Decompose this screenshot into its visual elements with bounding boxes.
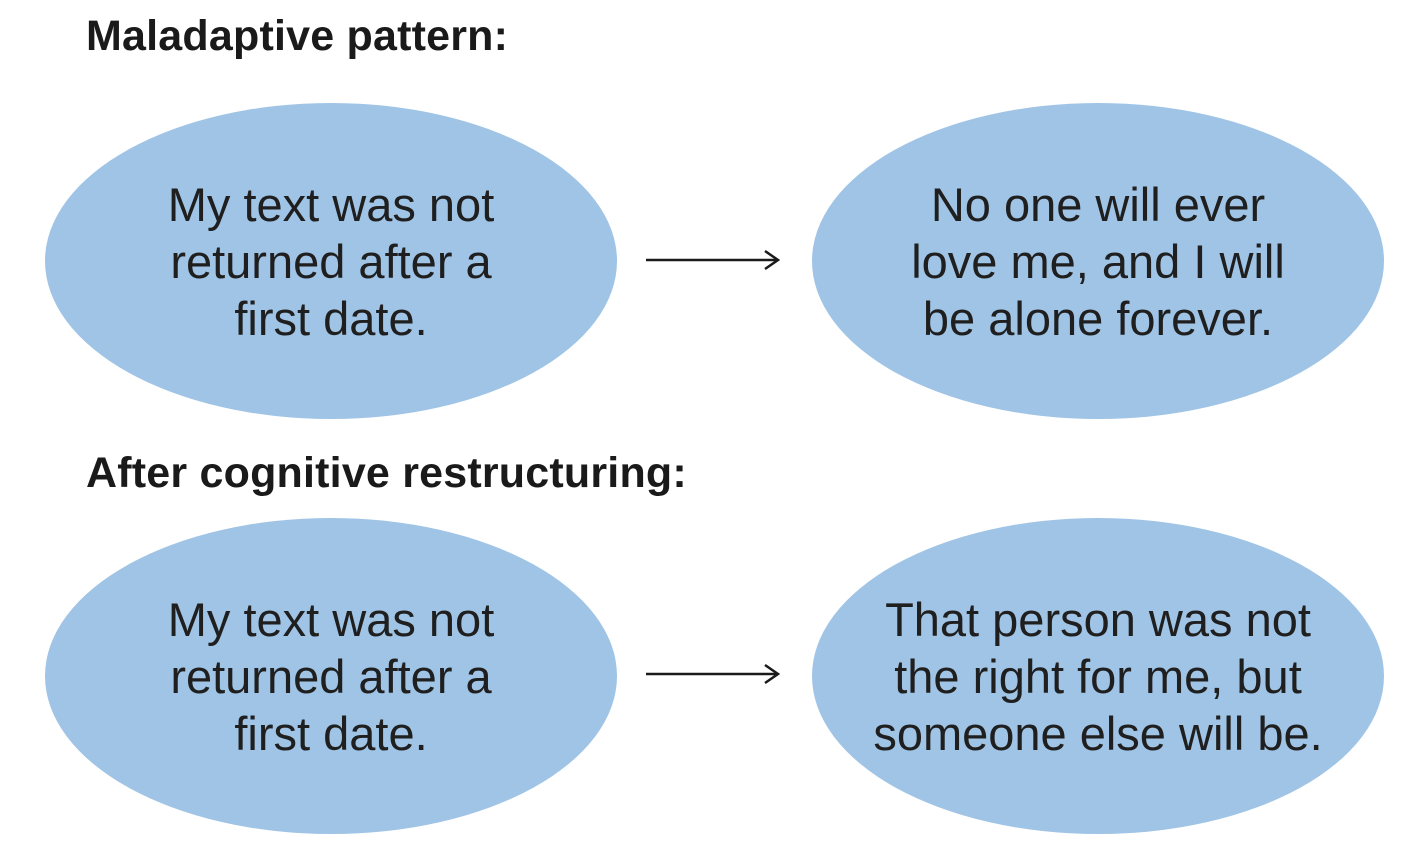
thought-ellipse-maladaptive: No one will ever love me, and I will be … xyxy=(812,103,1384,419)
section-title-restructured: After cognitive restructuring: xyxy=(86,449,687,497)
thought-ellipse-restructured: That person was not the right for me, bu… xyxy=(812,518,1384,834)
thought-text: No one will ever love me, and I will be … xyxy=(911,177,1285,345)
event-text: My text was not returned after a first d… xyxy=(167,592,495,760)
event-ellipse-maladaptive: My text was not returned after a first d… xyxy=(45,103,617,419)
section-title-maladaptive: Maladaptive pattern: xyxy=(86,12,509,60)
right-arrow-icon xyxy=(646,249,781,271)
right-arrow-icon xyxy=(646,663,781,685)
event-ellipse-restructured: My text was not returned after a first d… xyxy=(45,518,617,834)
event-text: My text was not returned after a first d… xyxy=(167,177,495,345)
thought-text: That person was not the right for me, bu… xyxy=(873,592,1323,760)
